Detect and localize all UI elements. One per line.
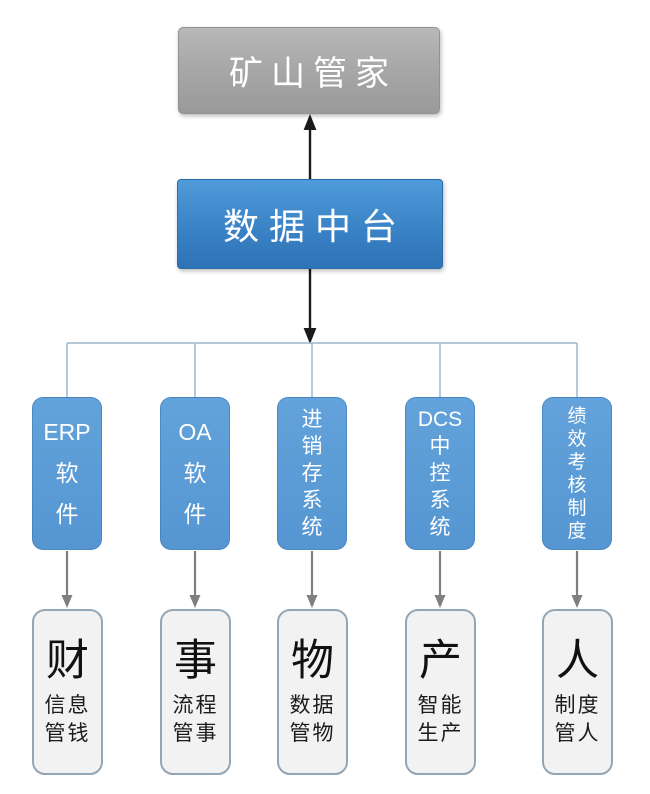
asset-box-goods: 物 数据管物 [277, 609, 348, 775]
hub-to-root-arrow [303, 114, 317, 179]
text-line: 中 [429, 435, 451, 458]
asset-box-people: 人 制度管人 [542, 609, 613, 775]
asset-sub-text: 制度管人 [555, 692, 601, 748]
text-line: OA [178, 419, 212, 445]
text-line: 管事 [172, 721, 219, 745]
text-line: 系 [301, 489, 323, 512]
text-line: 制度 [554, 693, 601, 717]
text-line: ERP [43, 419, 91, 445]
text-line: 度 [567, 520, 587, 542]
asset-big-char: 财 [46, 636, 89, 685]
asset-big-char: 物 [291, 636, 334, 685]
column-arrow [61, 551, 73, 608]
system-box-text: DCS 中控系统 [418, 406, 462, 541]
tree-connector [66, 342, 578, 397]
asset-sub-text: 流程管事 [173, 692, 219, 748]
text-line: 存 [301, 462, 323, 485]
column-arrow [189, 551, 201, 608]
column-arrow [306, 551, 318, 608]
system-box-erp-software: ERP 软件 [32, 397, 102, 550]
root-box-mine-manager: 矿山管家 [178, 27, 440, 114]
text-line: 流程 [172, 693, 219, 717]
text-line: 系 [429, 489, 451, 512]
system-box-inventory-system: 进销存系统 [277, 397, 347, 550]
system-box-dcs-control: DCS 中控系统 [405, 397, 475, 550]
hub-to-tree-arrow [303, 269, 317, 344]
column-arrow [571, 551, 583, 608]
hub-box-label: 数据中台 [222, 206, 407, 247]
asset-big-char: 事 [174, 636, 217, 685]
text-line: 件 [183, 501, 207, 527]
system-box-text: 进销存系统 [302, 406, 323, 541]
text-line: 管物 [289, 721, 336, 745]
text-line: 进 [301, 408, 323, 431]
text-line: 绩 [567, 405, 587, 427]
system-box-text: OA 软件 [178, 412, 211, 535]
text-line: 软 [183, 460, 207, 486]
column-arrow [434, 551, 446, 608]
system-box-text: ERP 软件 [43, 412, 90, 535]
text-line: 智能 [417, 693, 464, 717]
text-line: 管钱 [44, 721, 91, 745]
text-line: 数据 [289, 693, 336, 717]
text-line: 制 [567, 497, 587, 519]
asset-sub-text: 信息管钱 [45, 692, 91, 748]
text-line: 统 [429, 516, 451, 539]
system-to-asset-arrows [61, 551, 583, 608]
text-line: 控 [429, 462, 451, 485]
text-line: 件 [55, 501, 79, 527]
text-line: 核 [567, 474, 587, 496]
asset-sub-text: 智能生产 [418, 692, 464, 748]
text-line: 统 [301, 516, 323, 539]
system-box-text: 绩效考核制度 [567, 405, 586, 543]
text-line: 软 [55, 460, 79, 486]
system-box-oa-software: OA 软件 [160, 397, 230, 550]
text-line: 效 [567, 428, 587, 450]
asset-box-finance: 财 信息管钱 [32, 609, 103, 775]
hub-box-data-platform: 数据中台 [177, 179, 443, 269]
asset-sub-text: 数据管物 [290, 692, 336, 748]
text-line: 销 [301, 435, 323, 458]
text-line: DCS [417, 408, 463, 431]
text-line: 管人 [554, 721, 601, 745]
asset-box-affairs: 事 流程管事 [160, 609, 231, 775]
asset-big-char: 人 [556, 636, 599, 685]
text-line: 生产 [417, 721, 464, 745]
asset-big-char: 产 [419, 636, 462, 685]
text-line: 信息 [44, 693, 91, 717]
asset-box-production: 产 智能生产 [405, 609, 476, 775]
text-line: 考 [567, 451, 587, 473]
root-box-label: 矿山管家 [229, 55, 397, 93]
system-box-performance-appraisal: 绩效考核制度 [542, 397, 612, 550]
